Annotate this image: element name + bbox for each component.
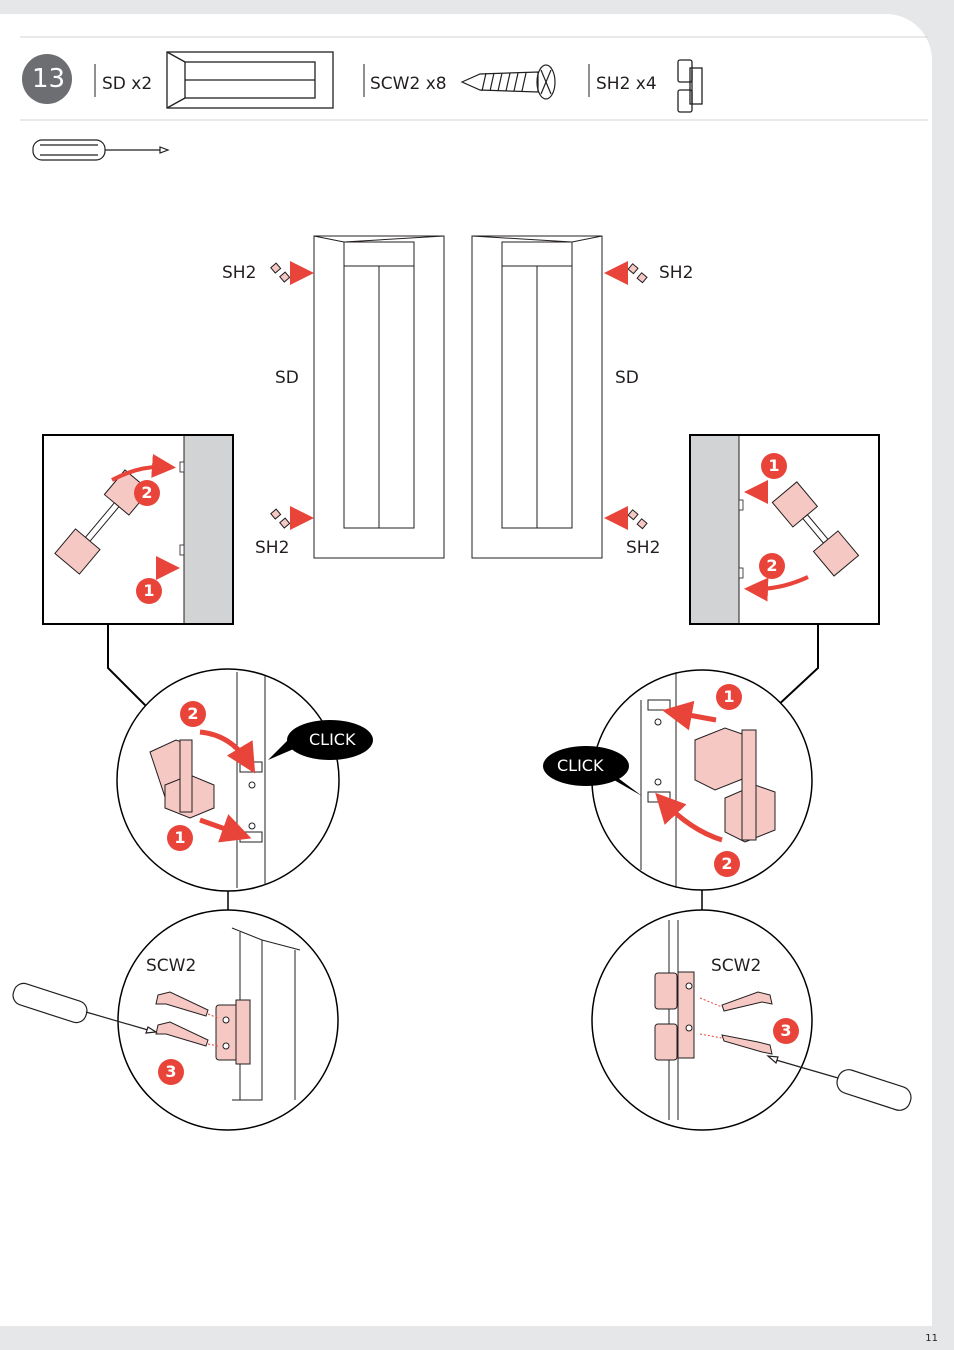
part-label-scw2: SCW2 x8 <box>370 74 447 94</box>
hinge-glyph-top-left <box>270 262 291 283</box>
screw-label-right: SCW2 <box>711 956 762 976</box>
screwdriver-icon <box>766 1055 912 1111</box>
instruction-sheet <box>0 14 932 1326</box>
hinge-label-bottom-left: SH2 <box>255 538 290 558</box>
hinge-label-top-right: SH2 <box>659 263 694 283</box>
badge-1 <box>136 578 162 604</box>
badge-2 <box>759 553 785 579</box>
badge-3 <box>158 1059 184 1085</box>
badge-1 <box>167 825 193 851</box>
badge-number: 3 <box>165 1062 177 1081</box>
hinge-icon <box>677 59 703 113</box>
hinge-glyph-bottom-left <box>270 508 291 529</box>
badge-1 <box>716 684 742 710</box>
click-label-right: CLICK <box>557 756 604 775</box>
arrow-left <box>662 700 717 731</box>
curved-arrow <box>199 729 256 774</box>
right-door <box>471 235 603 559</box>
part-label-sd: SD x2 <box>102 74 153 94</box>
badge-2 <box>134 480 160 506</box>
badge-2 <box>714 851 740 877</box>
page-number: 11 <box>925 1333 938 1344</box>
step-number-circle <box>22 54 72 104</box>
detail-circle-right-attach <box>591 669 813 891</box>
hinge-label-top-left: SH2 <box>222 263 257 283</box>
screwdriver-icon <box>12 982 158 1034</box>
click-bubble-left <box>268 720 373 760</box>
curved-arrow <box>744 575 809 602</box>
connector-line-left <box>107 624 163 723</box>
hinge-label-bottom-right: SH2 <box>626 538 661 558</box>
screw-icon <box>460 64 556 100</box>
badge-number: 1 <box>174 828 186 847</box>
hinge-glyph-bottom-right <box>627 509 648 530</box>
detail-circle-left-attach <box>116 668 340 892</box>
click-bubble-right <box>543 746 642 796</box>
badge-3 <box>773 1018 799 1044</box>
badge-number: 2 <box>141 483 153 502</box>
door-panel-icon <box>166 51 334 109</box>
door-label-right: SD <box>615 368 639 388</box>
badge-1 <box>761 453 787 479</box>
screwdriver-icon <box>32 139 170 161</box>
curved-arrow <box>655 792 723 843</box>
badge-number: 2 <box>187 704 199 723</box>
detail-circle-right-screw <box>591 909 813 1131</box>
badge-2 <box>180 701 206 727</box>
part-label-sh2: SH2 x4 <box>596 74 657 94</box>
left-door <box>313 235 445 559</box>
badge-number: 1 <box>768 456 780 475</box>
badge-number: 1 <box>723 687 735 706</box>
arrow-right <box>199 814 252 843</box>
click-label-left: CLICK <box>309 730 356 749</box>
detail-box-left <box>42 434 234 625</box>
detail-circle-left-screw <box>117 909 339 1131</box>
badge-number: 2 <box>766 556 778 575</box>
hinge-glyph-top-right <box>627 263 648 284</box>
curved-arrow <box>111 453 176 482</box>
badge-number: 1 <box>143 581 155 600</box>
door-label-left: SD <box>275 368 299 388</box>
step-number: 13 <box>32 64 66 94</box>
screw-label-left: SCW2 <box>146 956 197 976</box>
badge-number: 2 <box>721 854 733 873</box>
badge-number: 3 <box>780 1021 792 1040</box>
